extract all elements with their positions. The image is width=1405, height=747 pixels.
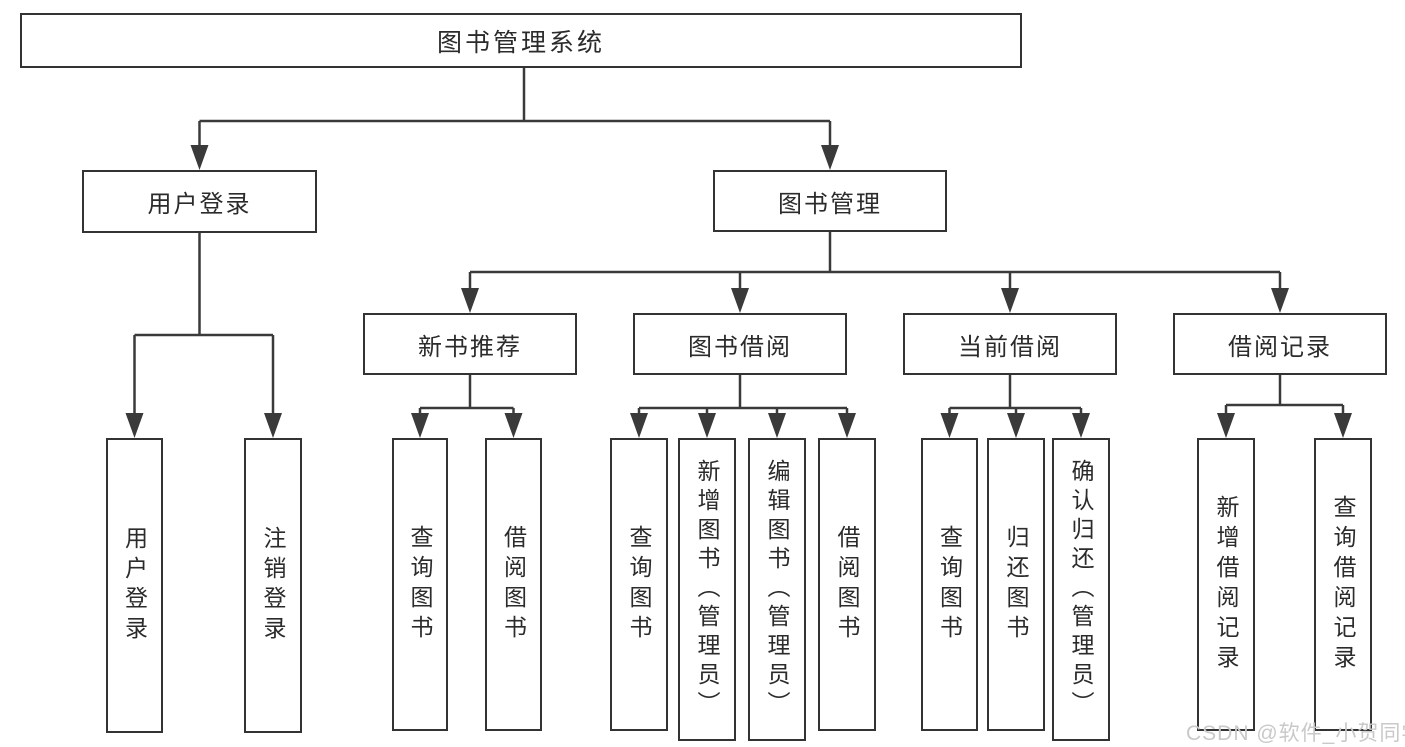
node-borrowing-records: 借阅记录 (1173, 313, 1387, 375)
leaf-edit-book-admin: 编辑图书（管理员） (748, 438, 806, 741)
leaf-query-books-borrowing: 查询图书 (610, 438, 668, 731)
leaf-confirm-return-admin: 确认归还（管理员） (1052, 438, 1110, 741)
leaf-add-book-admin: 新增图书（管理员） (678, 438, 736, 741)
node-current-borrowing: 当前借阅 (903, 313, 1117, 375)
leaf-add-borrow-record: 新增借阅记录 (1197, 438, 1255, 731)
leaf-query-books-current: 查询图书 (921, 438, 978, 731)
leaf-return-book: 归还图书 (987, 438, 1045, 731)
leaf-borrow-books-borrowing: 借阅图书 (818, 438, 876, 731)
leaf-borrow-books-recommend: 借阅图书 (485, 438, 542, 731)
leaf-query-borrow-record: 查询借阅记录 (1314, 438, 1372, 731)
leaf-user-login: 用户登录 (106, 438, 163, 733)
node-library-system: 图书管理系统 (20, 13, 1022, 68)
leaf-logout: 注销登录 (244, 438, 302, 733)
node-user-login: 用户登录 (82, 170, 317, 233)
node-book-borrowing: 图书借阅 (633, 313, 847, 375)
node-new-book-recommendation: 新书推荐 (363, 313, 577, 375)
leaf-query-books-recommend: 查询图书 (392, 438, 448, 731)
watermark-csdn: CSDN @软件_小贺同学 (1186, 722, 1405, 745)
node-book-management: 图书管理 (713, 170, 947, 232)
